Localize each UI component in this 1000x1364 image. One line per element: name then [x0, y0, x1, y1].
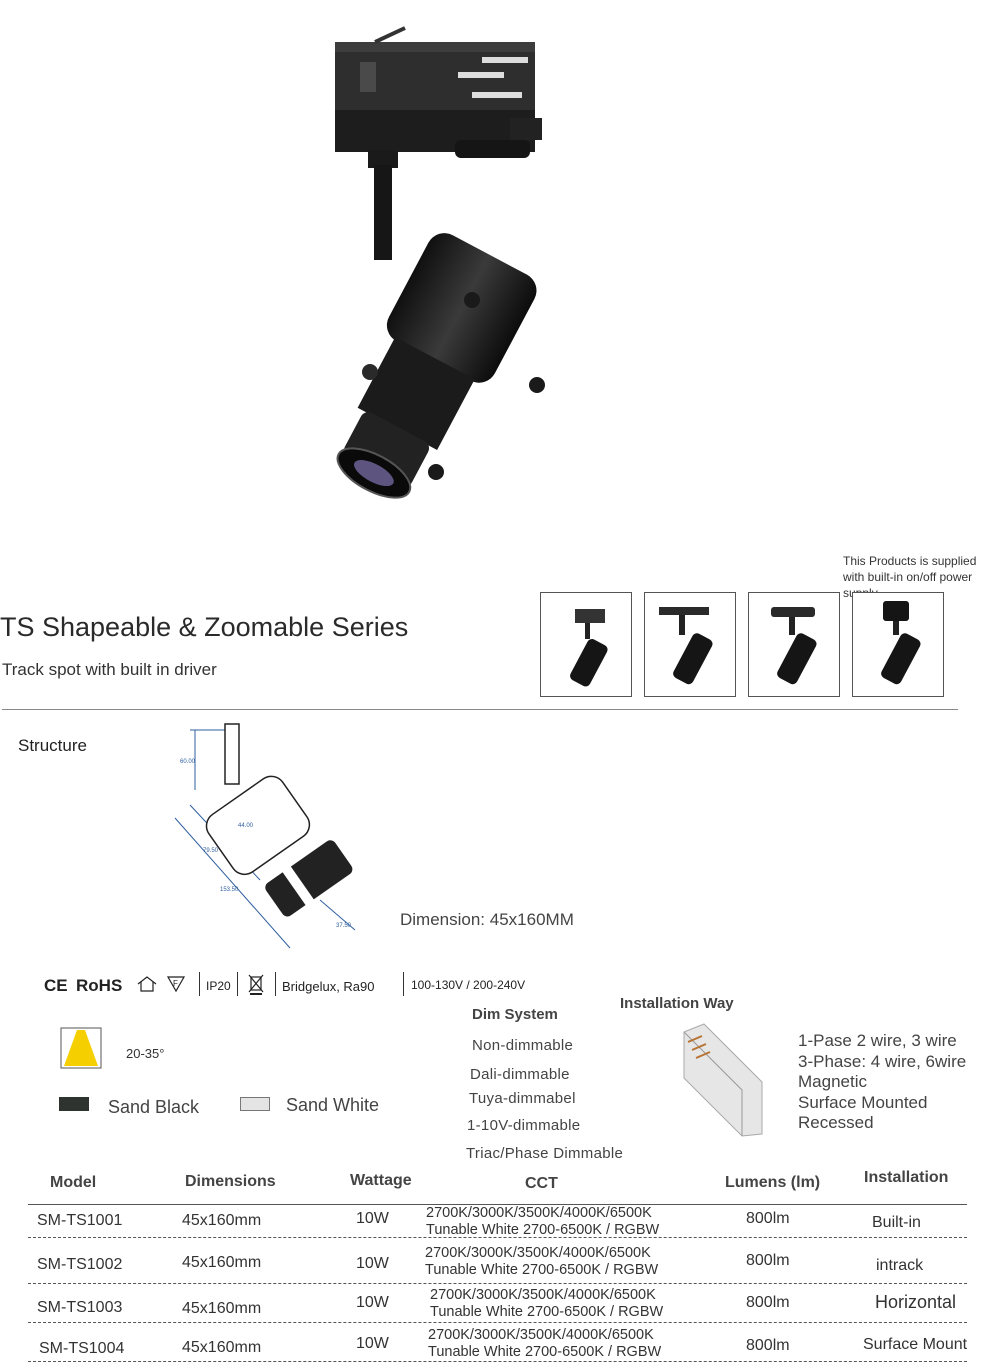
installation-item: Magnetic [798, 1072, 867, 1092]
cell-dimensions: 45x160mm [182, 1339, 262, 1356]
thumbnail-round-canopy[interactable] [852, 592, 944, 697]
cct-line1: 2700K/3000K/3500K/4000K/6500K [425, 1245, 651, 1261]
color-label-sand-white: Sand White [286, 1095, 380, 1115]
cert-divider [237, 972, 238, 996]
thumbnail-surface-canopy[interactable] [748, 592, 840, 697]
class2-icon [137, 976, 157, 992]
table-header-line [28, 1204, 967, 1205]
structure-label: Structure [18, 736, 87, 755]
page-subtitle: Track spot with built in driver [2, 660, 217, 679]
installation-item: 1-Pase 2 wire, 3 wire [798, 1031, 957, 1050]
row-separator [28, 1283, 967, 1284]
color-label-sand-black: Sand Black [108, 1097, 200, 1117]
dim-label-37: 37.50 [336, 923, 352, 929]
weee-bin-icon [248, 974, 264, 995]
cell-model: SM-TS1003 [37, 1299, 123, 1316]
voltage-range: 100-130V / 200-240V [411, 978, 526, 992]
cct-line2: Tunable White 2700-6500K / RGBW [425, 1262, 659, 1278]
cell-wattage: 10W [356, 1335, 389, 1352]
dim-label-60: 60.00 [180, 759, 196, 765]
col-header-wattage: Wattage [350, 1172, 412, 1189]
svg-text:F: F [173, 979, 178, 988]
cct-line1: 2700K/3000K/3500K/4000K/6500K [426, 1205, 652, 1221]
col-header-lumens: Lumens (lm) [725, 1174, 821, 1191]
cell-lumens: 800lm [746, 1252, 790, 1269]
cell-cct: 2700K/3000K/3500K/4000K/6500K Tunable Wh… [426, 1205, 659, 1239]
ce-mark: CE [44, 976, 68, 995]
installation-item: Surface Mounted [798, 1092, 928, 1112]
dim-item: Triac/Phase Dimmable [466, 1145, 624, 1162]
col-header-installation: Installation [864, 1169, 949, 1186]
cell-installation: intrack [876, 1257, 924, 1274]
installation-title: Installation Way [620, 995, 734, 1012]
cct-line2: Tunable White 2700-6500K / RGBW [428, 1344, 662, 1360]
row-separator [28, 1237, 967, 1238]
page-title: TS Shapeable & Zoomable Series [0, 612, 409, 642]
color-swatch-sand-black [59, 1097, 89, 1111]
cell-dimensions: 45x160mm [182, 1254, 262, 1271]
col-header-dimensions: Dimensions [185, 1173, 276, 1190]
cert-divider [275, 972, 276, 996]
dim-item: 1-10V-dimmable [467, 1117, 581, 1134]
dim-label-153: 153.50 [220, 887, 239, 893]
dim-label-44: 44.00 [238, 823, 254, 829]
cert-divider [403, 972, 404, 996]
rohs-mark: RoHS [76, 976, 123, 995]
installation-item: Recessed [798, 1113, 874, 1133]
dimension-text: Dimension: 45x160MM [400, 910, 574, 929]
thumbnail-magnetic[interactable] [644, 592, 736, 697]
supply-note-line1: This Products is supplied [843, 554, 977, 568]
cell-lumens: 800lm [746, 1210, 790, 1227]
cell-model: SM-TS1001 [37, 1212, 123, 1229]
cct-line2: Tunable White 2700-6500K / RGBW [430, 1304, 664, 1320]
dim-label-79: 79.50 [203, 848, 219, 854]
row-separator [28, 1322, 967, 1323]
cct-line1: 2700K/3000K/3500K/4000K/6500K [430, 1287, 656, 1303]
cell-lumens: 800lm [746, 1294, 790, 1311]
dim-item: Tuya-dimmabel [469, 1090, 576, 1107]
dim-item: Non-dimmable [472, 1037, 574, 1054]
cell-lumens: 800lm [746, 1337, 790, 1354]
cct-line1: 2700K/3000K/3500K/4000K/6500K [428, 1327, 654, 1343]
f-mark-icon: F [166, 976, 186, 993]
section-divider [2, 709, 958, 710]
structure-drawing: 60.00 44.00 79.50 153.50 37.50 [174, 723, 356, 949]
row-separator [28, 1361, 967, 1362]
cell-cct: 2700K/3000K/3500K/4000K/6500K Tunable Wh… [428, 1327, 661, 1361]
col-header-cct: CCT [525, 1175, 558, 1192]
cell-installation: Built-in [872, 1214, 921, 1231]
dim-system-title: Dim System [472, 1006, 558, 1023]
installation-list: 1-Pase 2 wire, 3 wire 3-Phase: 4 wire, 6… [798, 1031, 966, 1134]
cell-wattage: 10W [356, 1255, 389, 1272]
color-swatch-sand-white [240, 1097, 270, 1111]
cell-dimensions: 45x160mm [182, 1300, 262, 1317]
cell-installation: Horizontal [875, 1292, 957, 1312]
dim-item: Dali-dimmable [470, 1066, 570, 1083]
cell-installation: Surface Mount [863, 1336, 968, 1353]
cell-cct: 2700K/3000K/3500K/4000K/6500K Tunable Wh… [425, 1245, 658, 1279]
cct-line2: Tunable White 2700-6500K / RGBW [426, 1222, 660, 1238]
thumbnail-track-adapter[interactable] [540, 592, 632, 697]
chip-brand: Bridgelux, Ra90 [282, 979, 375, 994]
col-header-model: Model [50, 1174, 97, 1191]
cell-model: SM-TS1002 [37, 1256, 123, 1273]
cell-wattage: 10W [356, 1210, 389, 1227]
beam-angle-icon [60, 1027, 102, 1069]
cell-wattage: 10W [356, 1294, 389, 1311]
track-rail-image [683, 1023, 763, 1137]
cell-dimensions: 45x160mm [182, 1212, 262, 1229]
cell-cct: 2700K/3000K/3500K/4000K/6500K Tunable Wh… [430, 1287, 663, 1321]
product-hero-image [335, 26, 545, 499]
cell-model: SM-TS1004 [39, 1340, 125, 1357]
ip-rating: IP20 [206, 979, 231, 993]
installation-item: 3-Phase: 4 wire, 6wire [798, 1051, 967, 1071]
beam-angle-label: 20-35° [126, 1046, 165, 1061]
cert-divider [199, 972, 200, 996]
